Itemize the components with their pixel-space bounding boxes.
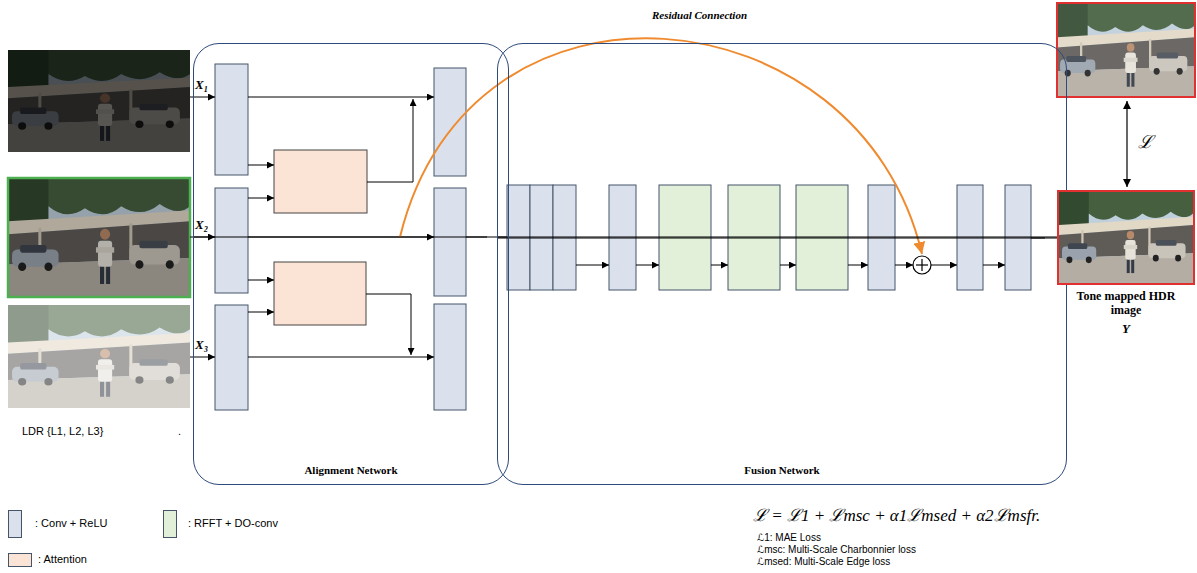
group-title: Alignment Network <box>194 464 508 477</box>
conv-block <box>434 188 466 296</box>
ldr-photo <box>8 305 190 408</box>
output-photo <box>1057 3 1195 97</box>
legend-text: : Attention <box>38 553 87 566</box>
flow-arrow <box>983 265 1005 266</box>
conv-block <box>215 64 248 175</box>
attention-block <box>274 150 367 213</box>
attention-block <box>274 262 366 325</box>
flow-arrow <box>248 198 274 199</box>
output-image: Tone mapped HDR imageY <box>1057 190 1195 285</box>
group-title: Fusion Network <box>498 464 1066 477</box>
legend-swatch <box>8 553 32 567</box>
flow-arrow <box>248 280 274 281</box>
ldr-photo <box>8 178 190 297</box>
output-photo <box>1057 3 1195 97</box>
legend-swatch <box>163 510 177 538</box>
flow-arrow <box>248 357 434 358</box>
conv-block <box>215 305 248 410</box>
fusion-network: Fusion Network <box>497 43 1067 485</box>
flow-arrow <box>576 265 609 266</box>
residual-arc <box>400 38 922 254</box>
flow-arrow <box>248 165 274 166</box>
legend-text: : Conv + ReLU <box>35 517 107 530</box>
flow-arrow <box>366 294 411 355</box>
loss-formula: ℒ = ℒ1 + ℒmsc + α1ℒmsed + α2ℒmsfr. <box>753 506 1040 526</box>
legend-text: : RFFT + DO-conv <box>188 517 278 530</box>
sum-symbol <box>921 259 922 271</box>
alignment-network: Alignment Network <box>193 43 509 485</box>
ldr-photo <box>8 178 190 297</box>
loss-arrow <box>1126 101 1127 187</box>
flow-arrow <box>367 99 413 182</box>
residual-arc <box>400 38 922 254</box>
loss-definition: ℒmsed: Multi-Scale Edge loss <box>757 556 890 568</box>
flow-arrow <box>248 97 434 98</box>
flow-arrow <box>190 97 507 357</box>
flow-connector <box>193 237 1067 238</box>
sum-symbol <box>913 256 931 274</box>
flow-arrow <box>636 265 659 266</box>
conv-block <box>215 188 248 293</box>
hdr-photo <box>1059 192 1193 283</box>
input-caption: LDR {L1, L2, L3} <box>22 425 103 438</box>
output-symbol: Y <box>1111 321 1141 337</box>
ldr-photo <box>8 50 190 152</box>
flow-arrow <box>711 265 728 266</box>
input-symbol: X₃ <box>195 338 208 353</box>
ldr-photo <box>8 50 190 152</box>
flow-arrow <box>576 238 1045 265</box>
residual-label: Residual Connection <box>652 9 747 22</box>
conv-block <box>434 68 466 176</box>
conv-block <box>434 304 466 410</box>
flow-arrow <box>895 265 913 266</box>
image-caption: Tone mapped HDR image <box>1070 289 1182 318</box>
input-symbol: X₁ <box>195 78 208 93</box>
output-photo <box>1057 3 1195 97</box>
flow-arrow <box>780 265 796 266</box>
sum-symbol <box>913 256 931 274</box>
legend-swatch <box>8 510 22 538</box>
ldr-photo <box>8 50 190 408</box>
flow-arrow <box>848 265 868 266</box>
hdr-photo <box>1059 192 1193 283</box>
stray-mark: . <box>178 425 181 438</box>
loss-symbol: ℒ <box>1138 132 1153 153</box>
ldr-photo <box>8 178 190 297</box>
loss-definition: ℒmsc: Multi-Scale Charbonnier loss <box>757 544 916 556</box>
loss-definition: ℒ1: MAE Loss <box>757 532 821 544</box>
input-symbol: X₂ <box>195 218 208 233</box>
flow-arrow <box>931 265 957 266</box>
output-photo <box>1057 3 1195 97</box>
loss-arrow <box>1126 101 1127 187</box>
flow-arrow <box>248 312 274 313</box>
ldr-photo <box>8 305 190 408</box>
